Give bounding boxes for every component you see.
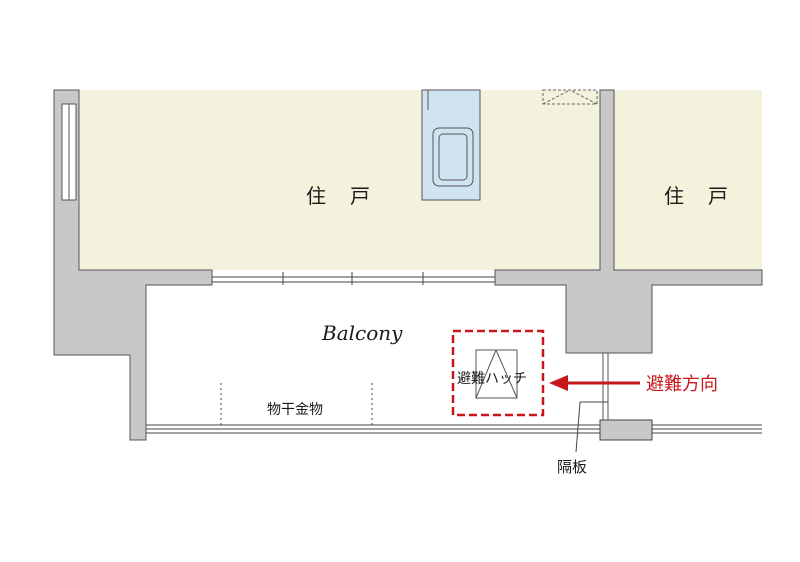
room-right-label: 住 戸 (664, 184, 730, 208)
room-left-label: 住 戸 (306, 184, 372, 208)
hatch-outline (475, 349, 518, 399)
evacuation-direction-label: 避難方向 (646, 374, 718, 395)
partition-label: 隔板 (557, 458, 587, 476)
balcony-label: Balcony (321, 321, 403, 345)
room-left-floor (79, 90, 600, 270)
room-right-floor (614, 90, 762, 270)
drying-rack-label: 物干金物 (267, 402, 323, 418)
hatch-highlight-box (451, 329, 545, 417)
hatch-label: 避難ハッチ (457, 371, 527, 387)
partition-post (599, 419, 653, 441)
evacuation-arrow-head (549, 375, 568, 391)
sink-basin (432, 127, 474, 187)
